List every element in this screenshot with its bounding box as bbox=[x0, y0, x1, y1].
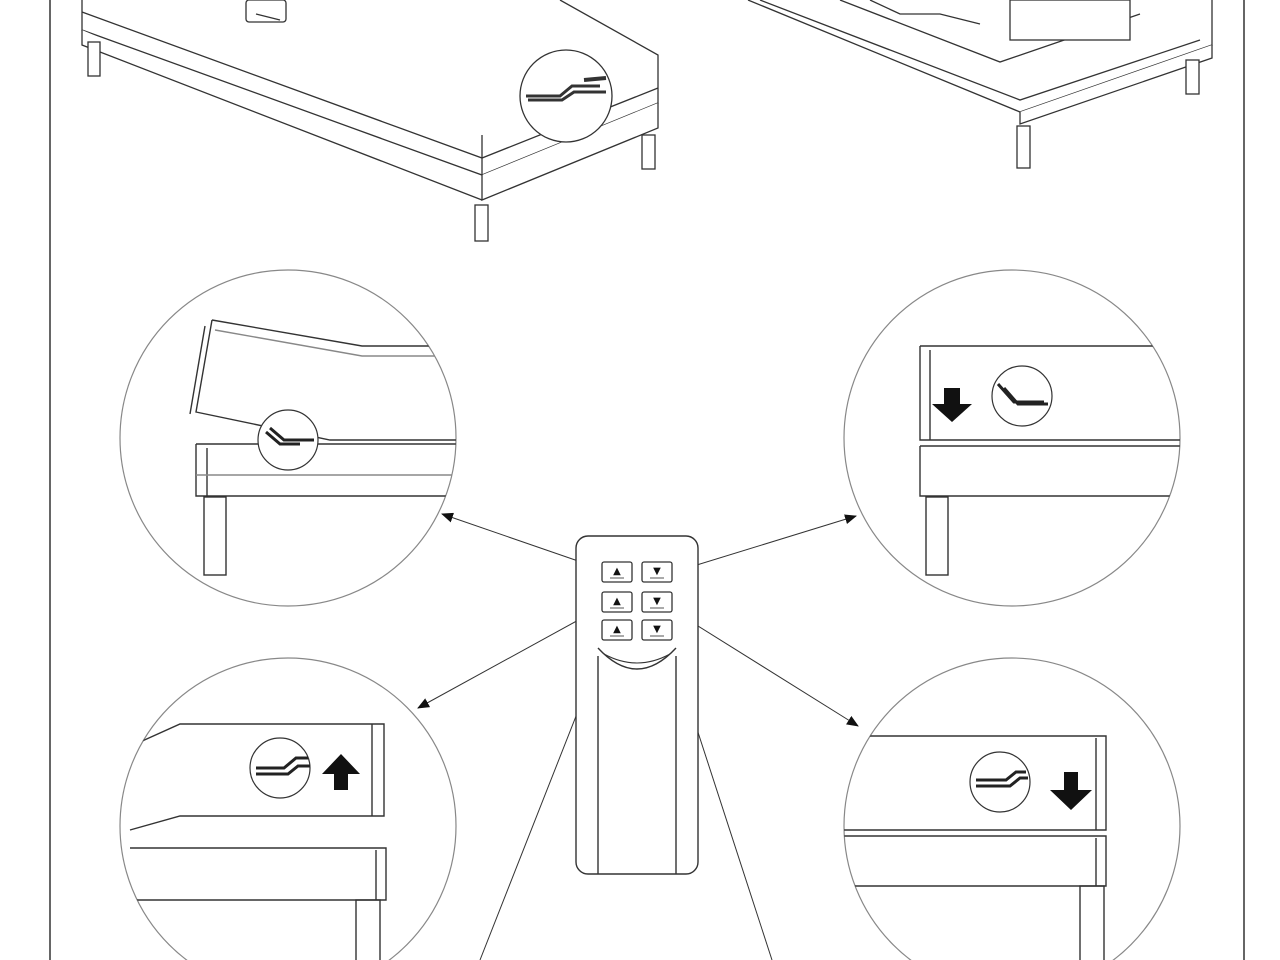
detail-foot-lower bbox=[843, 657, 1181, 960]
foot-down-icon: ▼ bbox=[653, 596, 661, 607]
down-arrow-icon bbox=[932, 388, 972, 422]
both-up-icon: ▲ bbox=[613, 624, 621, 635]
page-frame bbox=[49, 0, 1245, 960]
both-down-icon: ▼ bbox=[653, 624, 661, 635]
head-down-icon bbox=[996, 383, 1048, 406]
foot-up-icon: ▲ bbox=[613, 596, 621, 607]
remote-button-both-up: ▲ bbox=[601, 619, 633, 641]
remote-button-foot-up: ▲ bbox=[601, 591, 633, 613]
remote-button-foot-down: ▼ bbox=[641, 591, 673, 613]
detail-head-lower bbox=[843, 269, 1181, 607]
bed-top-right bbox=[747, 0, 1213, 169]
foot-up-icon bbox=[256, 756, 310, 776]
arrow-head-down bbox=[673, 514, 857, 573]
head-up-icon bbox=[265, 426, 314, 446]
down-arrow-icon bbox=[1050, 772, 1092, 810]
head-up-icon: ▲ bbox=[613, 566, 621, 577]
foot-down-icon bbox=[976, 770, 1028, 788]
arrow-foot-up bbox=[417, 605, 605, 709]
remote-control: ▲ ▼ ▲ ▼ ▲ ▼ bbox=[575, 535, 699, 875]
head-down-icon: ▼ bbox=[653, 566, 661, 577]
remote-button-head-up: ▲ bbox=[601, 561, 633, 583]
remote-button-both-down: ▼ bbox=[641, 619, 673, 641]
detail-head-raised bbox=[119, 269, 457, 607]
detail-foot-raise bbox=[119, 657, 457, 960]
bed-top-left bbox=[81, 0, 659, 242]
incline-icon bbox=[526, 76, 607, 102]
remote-button-head-down: ▼ bbox=[641, 561, 673, 583]
remote-buttons: ▲ ▼ ▲ ▼ ▲ ▼ bbox=[601, 561, 673, 641]
up-arrow-icon bbox=[322, 754, 360, 790]
